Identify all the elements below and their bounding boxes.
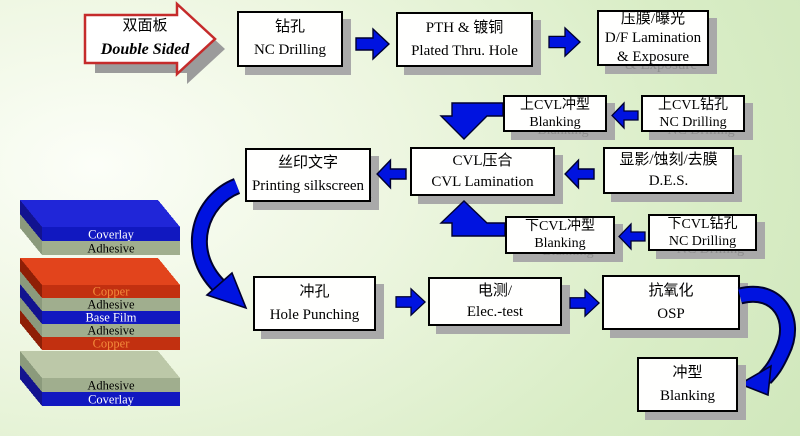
box-label-en: NC Drilling (253, 42, 327, 58)
box-label-zh: 显影/蚀刻/去膜 (619, 151, 718, 168)
start-arrow-body (83, 1, 217, 77)
stack-top-face-copper (20, 258, 180, 285)
layer-label: Coverlay (88, 393, 135, 407)
box-label-en: Blanking (529, 114, 581, 130)
box-label-en2: & Exposure (616, 48, 690, 65)
box-label-zh: 抗氧化 (648, 282, 694, 299)
box-label-zh: PTH & 镀铜 (425, 19, 504, 36)
flow-elbow-down-arrow (435, 95, 510, 145)
stack-top-face-coverlay (20, 200, 180, 227)
box-label-zh: 上CVL冲型 (520, 97, 590, 113)
box-label-en: Printing silkscreen (251, 178, 365, 194)
layer-label: Adhesive (87, 242, 135, 256)
box-label-en: Blanking (660, 387, 715, 404)
flow-box-df-lamination: 压膜/曝光 D/F Lamination & Exposure 压膜/曝光 D/… (597, 10, 717, 74)
flow-curved-arrow-down-left (183, 176, 259, 316)
box-label-en: Elec.-test (466, 303, 524, 320)
flow-box-printing-silkscreen: 丝印文字 Printing silkscreen 丝印文字 Printing s… (245, 148, 379, 210)
box-label-en: CVL Lamination (431, 173, 534, 190)
box-label-zh: 冲型 (672, 364, 703, 381)
stack-top-face-adhesive (20, 351, 180, 378)
box-label-zh: 钻孔 (274, 19, 305, 35)
box-label-zh: 冲孔 (299, 283, 330, 300)
flow-box-elec-test: 电测/ Elec.-test 电测/ Elec.-test (428, 277, 570, 334)
flow-elbow-up-arrow (435, 198, 510, 240)
box-label-en: NC Drilling (659, 114, 727, 130)
box-label-en: D/F Lamination (604, 29, 702, 46)
flow-arrow-right (355, 27, 391, 61)
layer-label: Adhesive (87, 379, 135, 393)
start-arrow-label-zh: 双面板 (122, 18, 168, 34)
box-label-zh: 上CVL钻孔 (658, 97, 728, 113)
box-label-en: OSP (657, 305, 685, 322)
box-label-zh: CVL压合 (452, 152, 513, 169)
layer-label: Copper (93, 337, 131, 351)
flow-arrow-left (618, 222, 646, 251)
flow-box-cvl-lamination: CVL压合 CVL Lamination CVL压合 CVL Laminatio… (410, 147, 563, 204)
box-label-zh: 电测/ (477, 282, 513, 299)
flow-arrow-right (569, 287, 601, 319)
layer-label: Adhesive (87, 324, 135, 338)
flow-arrow-left (564, 158, 595, 190)
flow-curved-arrow-down-right (726, 280, 800, 398)
layer-label: Coverlay (88, 228, 135, 242)
flow-arrow-right (548, 26, 582, 58)
flow-box-lower-cvl-drilling: 下CVL钻孔 NC Drilling 下CVL钻孔 NC Drilling (648, 214, 765, 259)
layer-label: Adhesive (87, 298, 135, 312)
flow-box-hole-punching: 冲孔 Hole Punching 冲孔 Hole Punching (253, 276, 384, 339)
layer-label: Copper (93, 285, 131, 299)
box-label-zh: 压膜/曝光 (620, 10, 686, 27)
start-arrow-text: 双面板 Double Sided (95, 14, 195, 62)
flow-box-lower-cvl-blanking: 下CVL冲型 Blanking 下CVL冲型 Blanking (505, 216, 623, 262)
start-arrow-label-en: Double Sided (100, 41, 190, 58)
layer-label: Base Film (85, 311, 136, 325)
box-label-zh: 下CVL钻孔 (667, 216, 738, 232)
flow-box-upper-cvl-drilling: 上CVL钻孔 NC Drilling 上CVL钻孔 NC Drilling (641, 95, 753, 140)
flow-arrow-left (376, 158, 407, 190)
flow-box-des: 显影/蚀刻/去膜 D.E.S. 显影/蚀刻/去膜 D.E.S. (603, 147, 742, 202)
start-arrow (81, 1, 229, 87)
flow-box-upper-cvl-blanking: 上CVL冲型 Blanking 上CVL冲型 Blanking (503, 95, 615, 140)
box-label-en: D.E.S. (648, 172, 689, 189)
box-label-en: NC Drilling (668, 233, 737, 249)
flow-arrow-left (611, 101, 639, 130)
flow-box-pth: PTH & 镀铜 Plated Thru. Hole PTH & 镀铜 Plat… (396, 12, 541, 75)
flow-box-final-blanking: 冲型 Blanking 冲型 Blanking (637, 357, 746, 420)
box-label-zh: 丝印文字 (277, 155, 338, 171)
flow-box-nc-drilling: 钻孔 NC Drilling 钻孔 NC Drilling (237, 11, 351, 75)
flow-arrow-right (395, 285, 427, 319)
box-label-en: Plated Thru. Hole (411, 42, 518, 59)
layer-stack: Coverlay Adhesive Copper Adhesive Base F… (15, 195, 193, 410)
flow-box-osp: 抗氧化 OSP 抗氧化 OSP (602, 275, 748, 338)
box-label-zh: 下CVL冲型 (525, 219, 595, 234)
box-label-en: Blanking (534, 236, 586, 251)
box-label-en: Hole Punching (269, 306, 360, 323)
